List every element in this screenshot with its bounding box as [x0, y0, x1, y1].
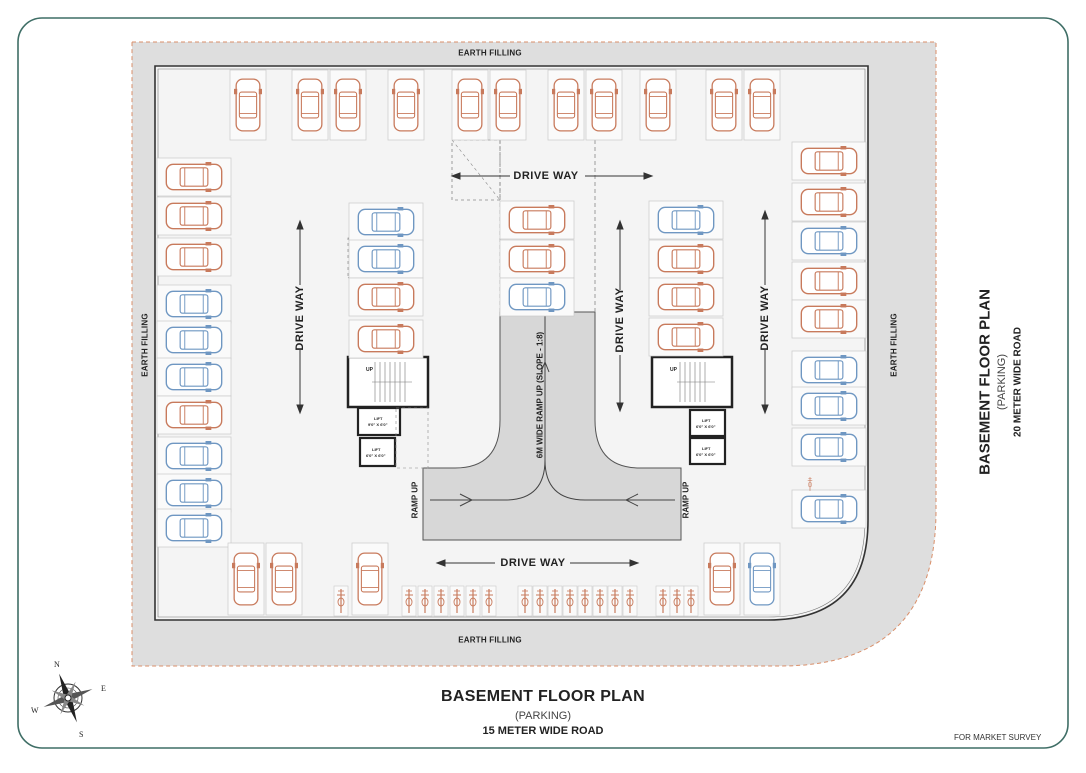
side-subtitle: (PARKING)	[996, 353, 1008, 411]
car-icon-blue	[800, 432, 858, 462]
car-icon	[657, 282, 715, 312]
lift-size-1: 9'0" X 6'0"	[368, 422, 388, 427]
lift-label-3: LIFT	[702, 418, 711, 423]
car-icon-blue	[357, 244, 415, 274]
earth-filling-top: EARTH FILLING	[458, 48, 522, 58]
car-icon-blue	[508, 282, 566, 312]
car-icon	[800, 266, 858, 296]
car-icon	[270, 552, 298, 606]
car-icon-blue	[800, 494, 858, 524]
car-icon	[748, 78, 776, 132]
compass-w: W	[31, 706, 39, 715]
car-icon	[657, 322, 715, 352]
car-icon-blue	[357, 207, 415, 237]
car-icon	[708, 552, 736, 606]
compass-rose	[43, 673, 93, 723]
car-icon-blue	[165, 325, 223, 355]
ramp-area	[422, 311, 682, 541]
driveway-bottom-label: DRIVE WAY	[500, 557, 566, 569]
parking-stalls	[156, 69, 867, 616]
car-icon	[657, 244, 715, 274]
car-icon	[644, 78, 672, 132]
car-icon	[334, 78, 362, 132]
plan-subtitle: (PARKING)	[514, 710, 572, 722]
compass-s: S	[79, 730, 84, 739]
lift-size-2: 6'0" X 6'0"	[366, 453, 386, 458]
ramp-up-right-label: RAMP UP	[681, 481, 691, 519]
car-icon	[165, 201, 223, 231]
car-icon	[590, 78, 618, 132]
stair-up-right: UP	[670, 367, 677, 373]
car-icon	[357, 282, 415, 312]
lift-label-1: LIFT	[374, 416, 383, 421]
car-icon	[165, 400, 223, 430]
car-icon-blue	[165, 513, 223, 543]
driveway-arrows	[296, 172, 769, 567]
lift-label-4: LIFT	[702, 446, 711, 451]
car-icon	[356, 552, 384, 606]
car-icon-blue	[800, 355, 858, 385]
car-icon-blue	[165, 289, 223, 319]
car-icon	[710, 78, 738, 132]
core-left	[346, 237, 430, 469]
lift-size-4: 6'0" X 6'0"	[696, 452, 716, 457]
driveway-top-label: DRIVE WAY	[513, 170, 579, 182]
car-icon	[234, 78, 262, 132]
driveway-left-label: DRIVE WAY	[294, 285, 306, 351]
car-icon	[456, 78, 484, 132]
car-icon	[800, 146, 858, 176]
earth-filling-right: EARTH FILLING	[889, 313, 899, 377]
plan-road-label: 15 METER WIDE ROAD	[482, 725, 604, 737]
side-road-label: 20 METER WIDE ROAD	[1012, 326, 1024, 438]
ramp-up-left-label: RAMP UP	[410, 481, 420, 519]
car-icon	[552, 78, 580, 132]
car-icon	[357, 324, 415, 354]
compass-e: E	[101, 684, 106, 693]
car-icon	[508, 205, 566, 235]
car-icon-blue	[165, 478, 223, 508]
earth-filling-left: EARTH FILLING	[140, 313, 150, 377]
earth-filling-bottom: EARTH FILLING	[458, 635, 522, 645]
car-icon	[165, 162, 223, 192]
car-icon	[165, 242, 223, 272]
car-icon	[232, 552, 260, 606]
bike-parking	[333, 476, 814, 617]
lift-size-3: 6'0" X 6'0"	[696, 424, 716, 429]
driveway-mid-label: DRIVE WAY	[614, 287, 626, 353]
lift-label-2: LIFT	[372, 447, 381, 452]
market-survey-note: FOR MARKET SURVEY	[954, 733, 1042, 742]
side-title: BASEMENT FLOOR PLAN	[976, 289, 994, 475]
car-icon-blue	[800, 391, 858, 421]
ramp-label: 6M WIDE RAMP UP (SLOPE - 1:8)	[535, 331, 545, 459]
car-icon-blue	[800, 226, 858, 256]
car-icon-blue	[657, 205, 715, 235]
car-icon-blue	[748, 552, 776, 606]
stair-up-left: UP	[366, 367, 373, 373]
driveway-right-label: DRIVE WAY	[759, 285, 771, 351]
car-icon	[800, 304, 858, 334]
car-icon	[296, 78, 324, 132]
car-icon	[392, 78, 420, 132]
car-icon-blue	[165, 362, 223, 392]
compass-n: N	[54, 660, 60, 669]
car-icon	[800, 187, 858, 217]
core-right	[650, 355, 734, 466]
car-icon-blue	[165, 441, 223, 471]
car-icon	[494, 78, 522, 132]
car-icon	[508, 244, 566, 274]
plan-title: BASEMENT FLOOR PLAN	[441, 688, 645, 705]
